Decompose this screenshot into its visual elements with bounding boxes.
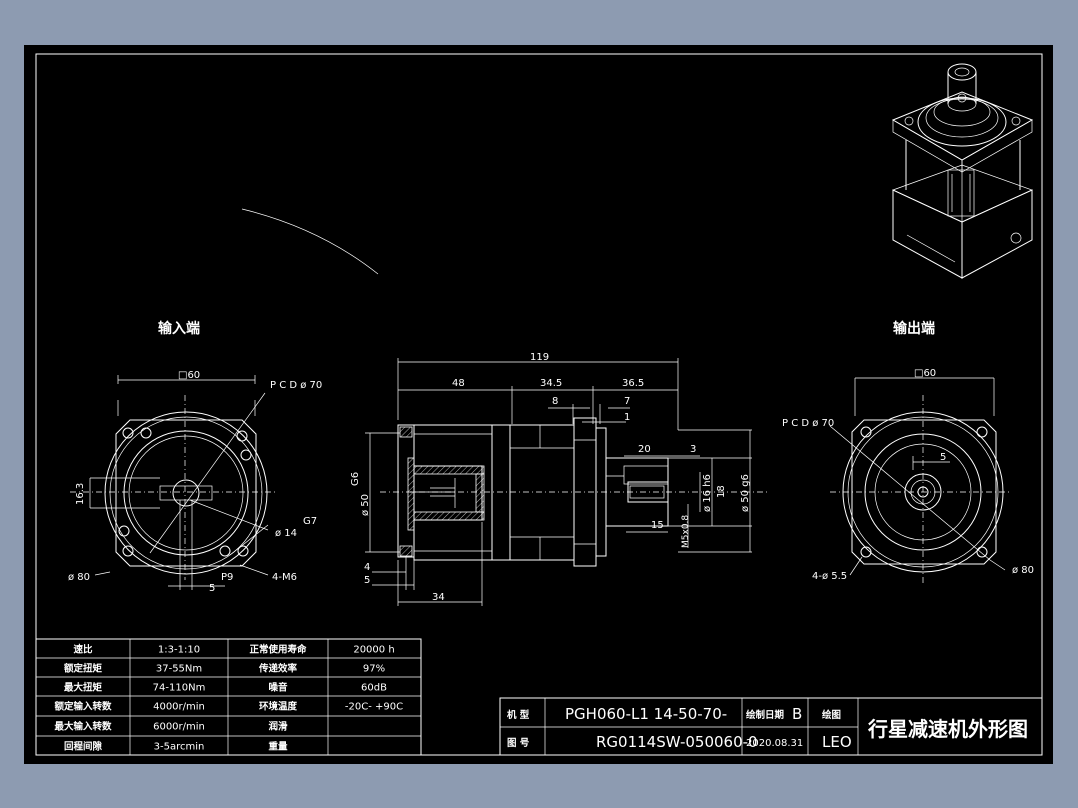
version-value: B [792, 705, 802, 723]
spec-table [35, 638, 422, 756]
spec-cell-r3-c1: 4000r/min [153, 702, 205, 713]
input-pcd-dim: P C D ø 70 [270, 380, 322, 391]
spec-cell-r3-c2: 环境温度 [259, 701, 298, 713]
side-m5-label: M5x0.8 [681, 515, 691, 548]
side-34-dim: 34 [432, 592, 445, 603]
spec-cell-r1-c2: 传递效率 [258, 663, 298, 675]
input-d80-dim: ø 80 [68, 572, 90, 583]
title-block [499, 697, 1043, 756]
side-365-dim: 36.5 [622, 378, 644, 389]
side-5-dim: 5 [364, 575, 370, 586]
input-d14-dim: ø 14 [275, 528, 297, 539]
output-5-dim: 5 [940, 452, 946, 463]
spec-cell-r2-c2: 噪音 [268, 682, 288, 694]
side-48-dim: 48 [452, 378, 465, 389]
side-d50g6-dim: ø 50 g6 [740, 474, 751, 512]
input-p9-label: P9 [221, 572, 233, 583]
spec-cell-r0-c2: 正常使用寿命 [249, 644, 307, 656]
output-d80-dim: ø 80 [1012, 565, 1034, 576]
spec-cell-r4-c2: 润滑 [268, 721, 288, 733]
side-1-dim: 1 [624, 412, 630, 423]
input-g7-label: G7 [303, 516, 317, 527]
spec-table-rows: 速比 1:3-1:10 正常使用寿命 20000 h 额定扭矩 37-55Nm 传递效率 97… [54, 644, 403, 753]
spec-cell-r2-c3: 60dB [361, 683, 387, 694]
spec-cell-r2-c0: 最大扭矩 [64, 682, 103, 694]
spec-cell-r3-c3: -20C- +90C [345, 702, 403, 713]
output-pcd-dim: P C D ø 70 [782, 418, 834, 429]
spec-cell-r0-c1: 1:3-1:10 [158, 645, 200, 656]
side-20-dim: 20 [638, 444, 651, 455]
spec-cell-r4-c0: 最大输入转数 [54, 721, 112, 733]
side-4-dim: 4 [364, 562, 370, 573]
side-d50-dim: ø 50 [360, 494, 371, 516]
side-g6-label: G6 [350, 472, 361, 486]
spec-cell-r1-c3: 97% [363, 664, 385, 675]
side-18-dim: 18 [716, 485, 727, 498]
output-holes-label: 4-ø 5.5 [812, 571, 847, 582]
spec-cell-r5-c1: 3-5arcmin [154, 742, 205, 753]
input-square-dim: □60 [178, 370, 200, 381]
side-119-dim: 119 [530, 352, 549, 363]
drawer-value: LEO [822, 733, 852, 751]
drawing-no-value: RG0114SW-050060-0 [596, 733, 758, 751]
input-m6-label: 4-M6 [272, 572, 297, 583]
input-flange-view [70, 375, 275, 590]
model-label: 机 型 [507, 709, 530, 721]
spec-cell-r5-c2: 重量 [268, 741, 288, 753]
stray-arc [241, 208, 379, 275]
input-view-title: 输入端 [158, 320, 200, 337]
spec-cell-r1-c1: 37-55Nm [156, 664, 202, 675]
spec-cell-r4-c1: 6000r/min [153, 722, 205, 733]
side-8-dim: 8 [552, 396, 558, 407]
side-345-dim: 34.5 [540, 378, 562, 389]
side-section-view [365, 358, 770, 606]
isometric-view [891, 63, 1034, 279]
drawing-title: 行星减速机外形图 [867, 717, 1028, 741]
spec-cell-r2-c1: 74-110Nm [153, 683, 206, 694]
paper-background [24, 45, 1053, 764]
input-5-dim: 5 [209, 583, 215, 594]
spec-cell-r0-c3: 20000 h [353, 645, 394, 656]
output-square-dim: □60 [914, 368, 936, 379]
side-7-dim: 7 [624, 396, 630, 407]
input-163-dim: 16.3 [75, 483, 86, 505]
side-15-dim: 15 [651, 520, 664, 531]
side-3-dim: 3 [690, 444, 696, 455]
date-label: 绘制日期 [746, 709, 784, 721]
drawer-label: 绘图 [822, 709, 841, 721]
side-d16h6-dim: ø 16 h6 [702, 474, 713, 512]
output-view-title: 输出端 [893, 320, 935, 337]
spec-cell-r1-c0: 额定扭矩 [64, 663, 103, 675]
date-value: 2020.08.31 [746, 738, 803, 749]
drawing-no-label: 图 号 [507, 738, 530, 749]
spec-cell-r0-c0: 速比 [73, 644, 93, 656]
model-value: PGH060-L1 14-50-70- [565, 705, 727, 723]
spec-cell-r5-c0: 回程间隙 [64, 741, 103, 753]
output-flange-view [829, 377, 1010, 585]
spec-cell-r3-c0: 额定输入转数 [54, 701, 112, 713]
